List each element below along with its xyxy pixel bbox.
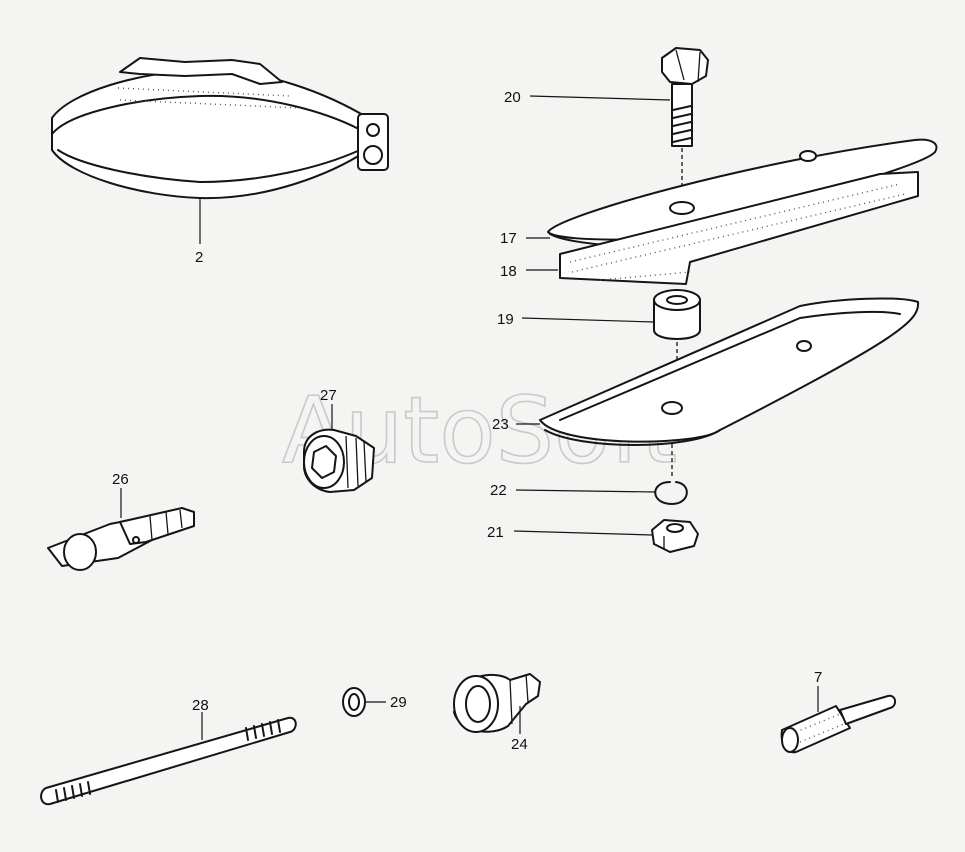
- part-2-strap-clamp: 2: [51, 57, 389, 266]
- label-21: 21: [487, 524, 504, 541]
- label-24: 24: [511, 736, 528, 753]
- part-20-bolt: 20: [504, 47, 709, 200]
- part-7-pin-punch: 7: [780, 669, 896, 754]
- label-27: 27: [320, 387, 337, 404]
- label-17: 17: [500, 230, 517, 247]
- part-21-nut: 21: [487, 519, 699, 553]
- label-26: 26: [112, 471, 129, 488]
- part-24-bushing: 24: [453, 673, 541, 753]
- part-26-drift-pin: 26: [47, 471, 195, 571]
- part-18-rubber-pad: 18: [500, 171, 919, 285]
- part-29-washer: 29: [342, 687, 407, 717]
- label-19: 19: [497, 311, 514, 328]
- label-2: 2: [195, 249, 203, 266]
- label-7: 7: [814, 669, 822, 686]
- label-20: 20: [504, 89, 521, 106]
- part-27-plug: 27: [303, 387, 375, 493]
- label-22: 22: [490, 482, 507, 499]
- label-18: 18: [500, 263, 517, 280]
- part-19-spacer-sleeve: 19: [497, 289, 701, 400]
- label-28: 28: [192, 697, 209, 714]
- part-28-stud-bolt: 28: [40, 697, 297, 806]
- part-22-spring-washer: 22: [490, 481, 688, 505]
- label-29: 29: [390, 694, 407, 711]
- part-23-lower-tray: 23: [492, 297, 920, 478]
- label-23: 23: [492, 416, 509, 433]
